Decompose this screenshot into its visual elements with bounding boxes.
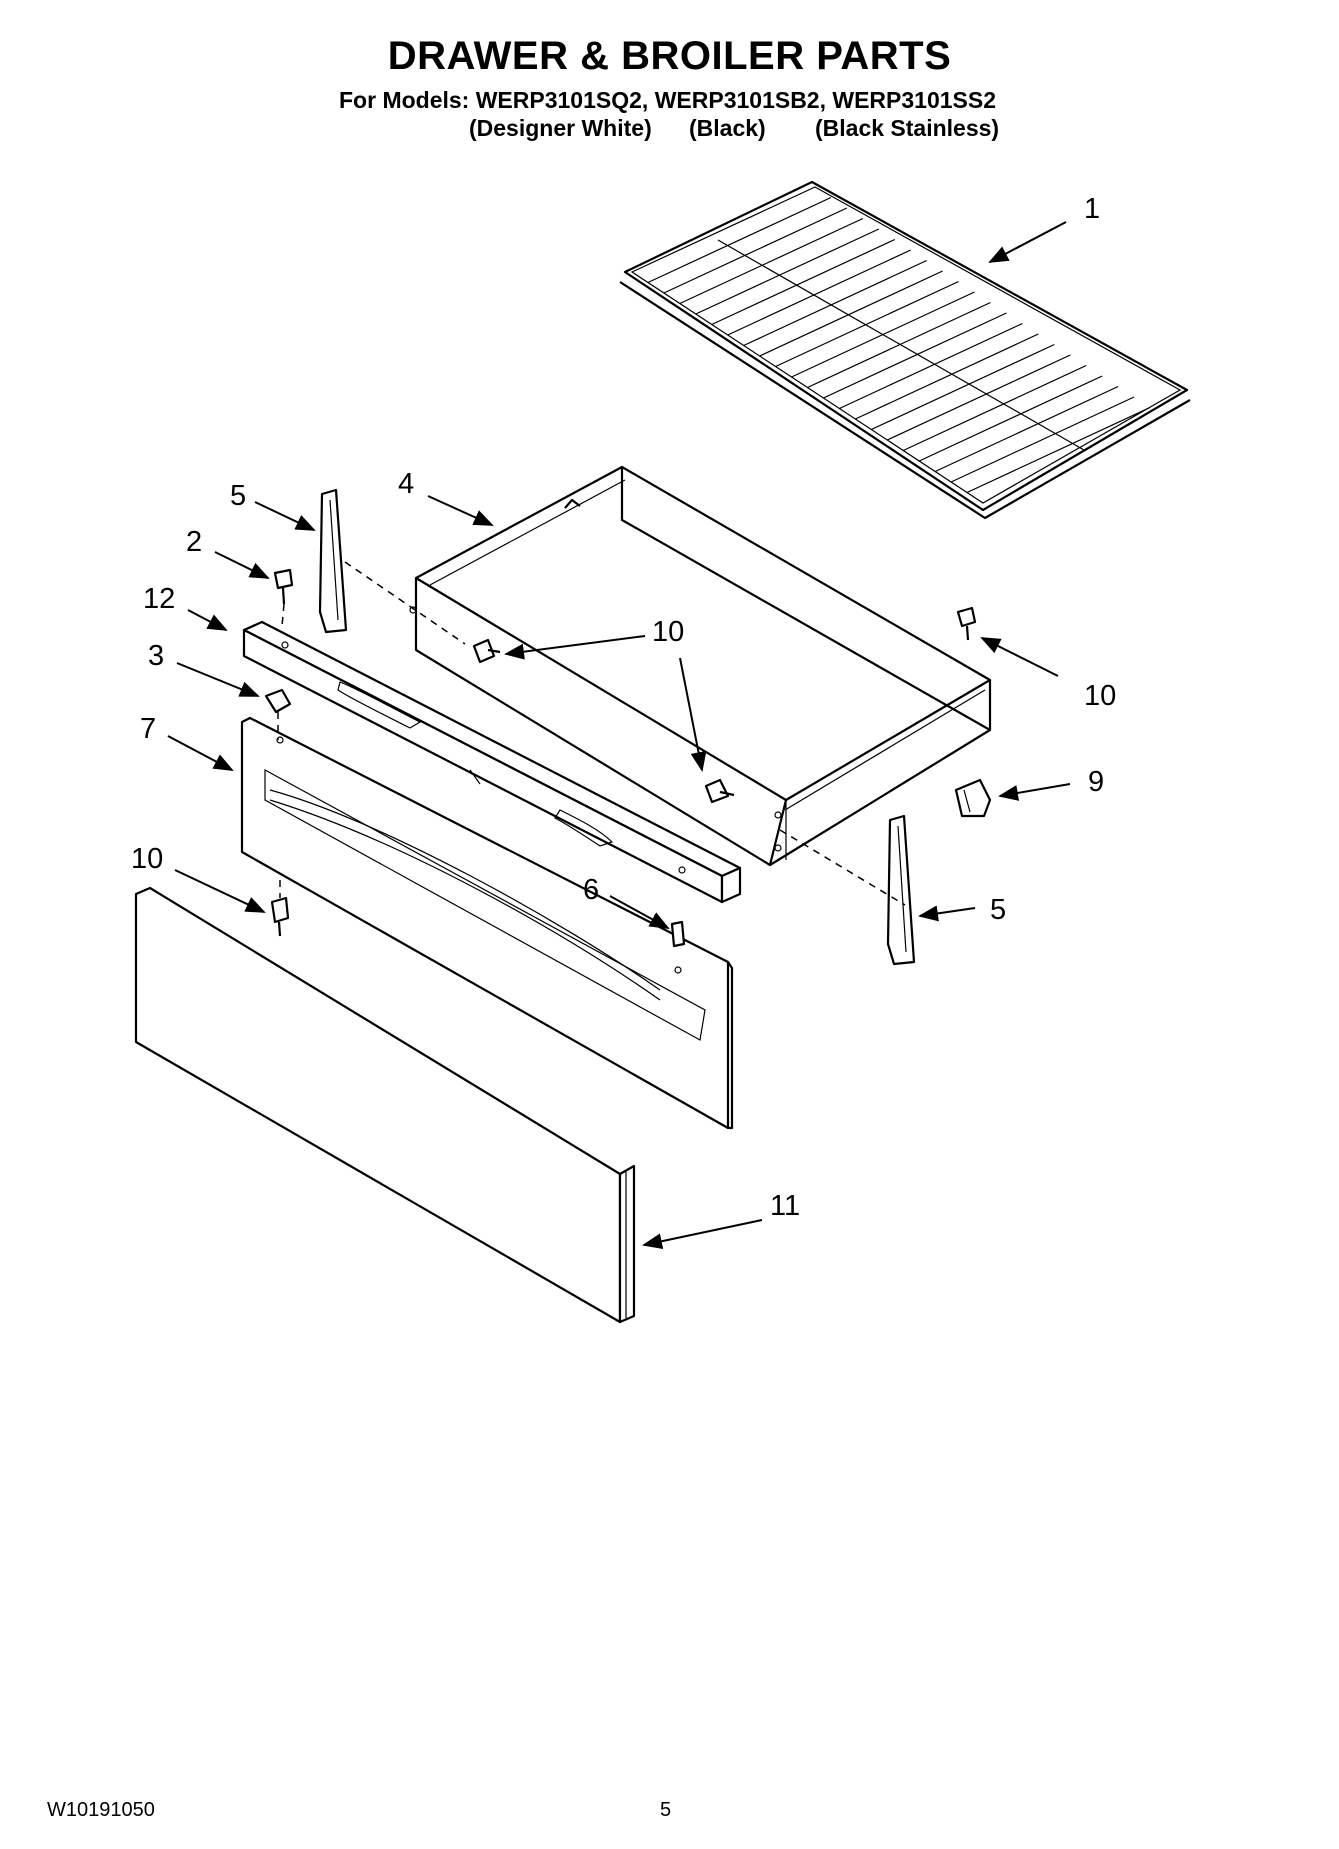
screw-part-2	[273, 568, 294, 605]
screw-part-10-middle	[704, 778, 735, 804]
callout-10-center: 10	[652, 616, 685, 648]
drawer-body	[409, 465, 992, 867]
rack-wire	[902, 364, 1087, 452]
arrow-5-right	[918, 905, 976, 922]
rack-wire	[647, 196, 832, 284]
callout-11: 11	[770, 1190, 801, 1222]
screw-part-10-center	[472, 638, 501, 664]
callout-5-right: 5	[990, 894, 1007, 926]
page-title: DRAWER & BROILER PARTS	[387, 34, 952, 78]
arrow-10-right	[980, 637, 1059, 677]
screw-part-10-right	[956, 606, 977, 641]
kick-panel	[134, 886, 636, 1324]
clip-part-3	[264, 688, 292, 714]
drawer-front-panel	[240, 716, 734, 1130]
rack-wire	[759, 270, 943, 357]
alignment-line-left	[344, 561, 466, 645]
rack-wire	[743, 259, 927, 347]
rack-wire	[966, 406, 1151, 494]
callout-4: 4	[398, 468, 415, 500]
broiler-rack	[619, 180, 1191, 520]
rack-wire	[918, 375, 1103, 462]
arrow-3	[176, 662, 260, 697]
bracket-part-9	[954, 778, 992, 818]
arrow-6	[609, 895, 670, 929]
callout-6: 6	[583, 874, 600, 906]
variant-black-stainless: (Black Stainless)	[815, 115, 1000, 141]
alignment-line-screw-2	[281, 603, 285, 627]
callout-5-left: 5	[230, 480, 247, 512]
document-number: W10191050	[47, 1799, 155, 1821]
screw-part-6	[670, 920, 686, 948]
rack-wire	[855, 333, 1039, 420]
callout-2: 2	[186, 526, 203, 558]
arrow-4	[427, 495, 494, 526]
arrow-9	[998, 783, 1071, 801]
rack-wire	[791, 291, 975, 378]
drawer-glide-right	[886, 814, 916, 966]
alignment-line-right	[779, 829, 906, 906]
callout-10-left: 10	[131, 843, 164, 875]
rack-wire	[711, 238, 896, 326]
arrow-10-left	[174, 869, 266, 913]
arrow-2	[214, 551, 270, 579]
rack-wire	[807, 301, 991, 389]
callout-arrows	[167, 221, 1071, 1250]
callout-12: 12	[143, 583, 176, 615]
drawer-front-trim-bar	[242, 620, 742, 904]
rack-wire	[823, 312, 1007, 399]
variant-designer-white: (Designer White)	[469, 115, 652, 141]
arrow-10-center	[504, 635, 646, 660]
screw-part-10-left	[270, 896, 290, 937]
callout-10-right: 10	[1084, 680, 1117, 712]
rack-wire	[695, 228, 880, 315]
rack-wire	[679, 217, 864, 305]
arrow-5-left	[254, 501, 316, 531]
arrow-12	[187, 609, 228, 631]
rack-wire	[871, 343, 1055, 431]
callout-3: 3	[148, 640, 165, 672]
arrow-1	[988, 221, 1067, 263]
page-number: 5	[660, 1799, 672, 1821]
rack-wire	[950, 396, 1135, 483]
callout-9: 9	[1088, 766, 1105, 798]
rack-wire	[839, 322, 1023, 410]
drawer-glide-left	[318, 488, 348, 634]
callout-7: 7	[140, 713, 157, 745]
rack-wire	[934, 385, 1119, 473]
rack-wire	[663, 207, 848, 294]
callout-1: 1	[1084, 193, 1101, 225]
arrow-10-middle	[679, 657, 707, 772]
models-line: For Models: WERP3101SQ2, WERP3101SB2, WE…	[339, 87, 997, 113]
arrow-11	[642, 1219, 763, 1250]
rack-wire	[887, 354, 1071, 441]
rack-wire	[727, 249, 911, 336]
variant-black: (Black)	[689, 115, 766, 141]
arrow-7	[167, 735, 234, 771]
rack-wire	[775, 280, 959, 368]
